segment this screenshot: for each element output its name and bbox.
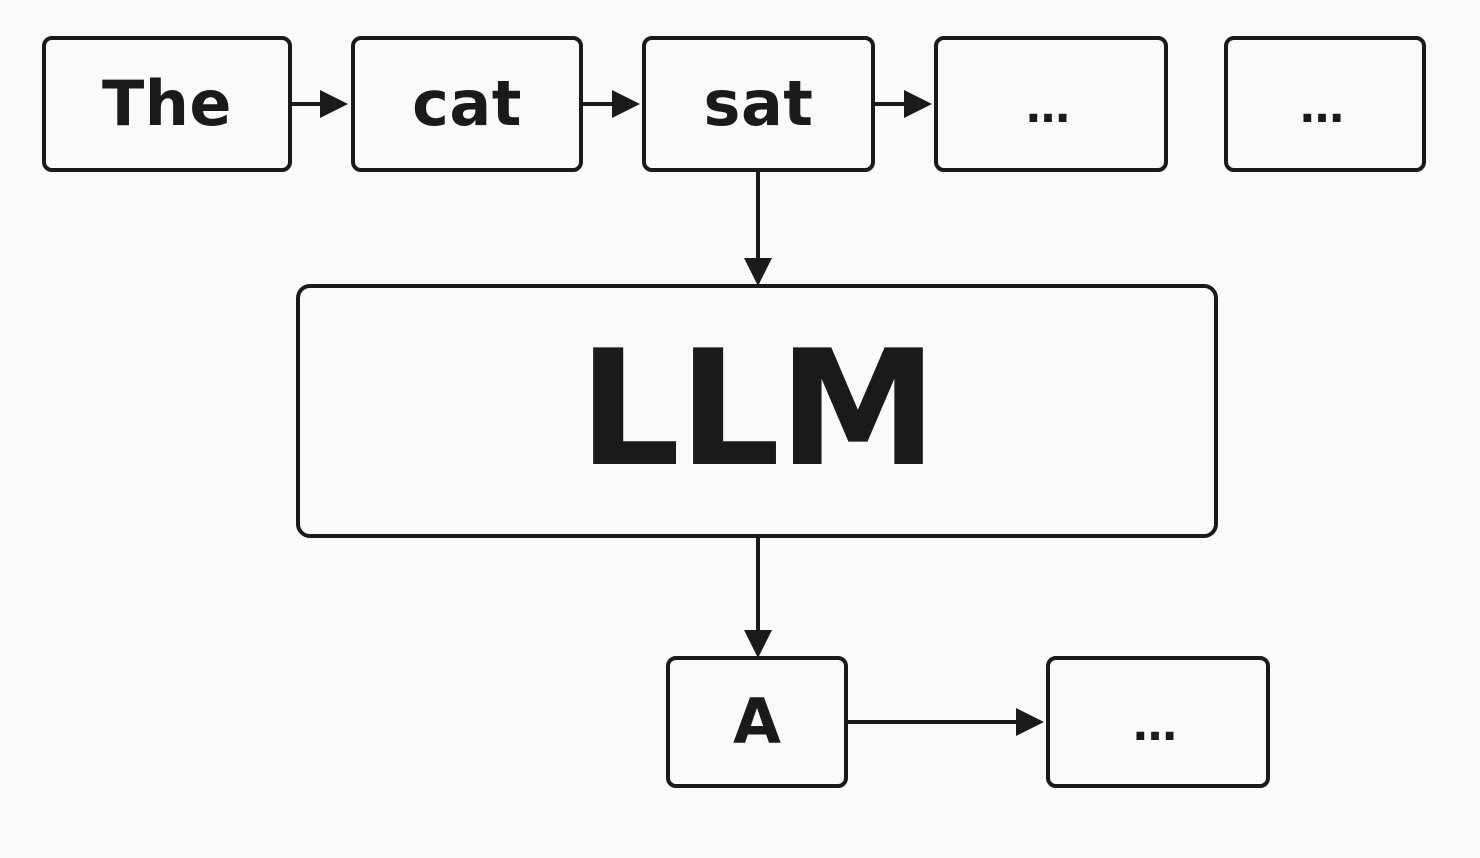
input-token-box-ellipsis: … <box>934 36 1168 172</box>
input-token-label: sat <box>703 67 814 140</box>
output-token-box-ellipsis: … <box>1046 656 1270 788</box>
input-token-box-ellipsis-end: … <box>1224 36 1426 172</box>
llm-label: LLM <box>578 315 937 502</box>
input-token-box-cat: cat <box>351 36 583 172</box>
output-token-box-a: A <box>666 656 848 788</box>
llm-box: LLM <box>296 284 1218 538</box>
input-token-label: cat <box>412 67 522 140</box>
input-token-box-sat: sat <box>642 36 875 172</box>
ellipsis-label: … <box>1026 82 1076 133</box>
output-token-label: A <box>733 685 781 758</box>
input-token-box-the: The <box>42 36 292 172</box>
ellipsis-label: … <box>1133 700 1183 751</box>
ellipsis-label: … <box>1300 82 1350 133</box>
input-token-label: The <box>102 67 232 140</box>
